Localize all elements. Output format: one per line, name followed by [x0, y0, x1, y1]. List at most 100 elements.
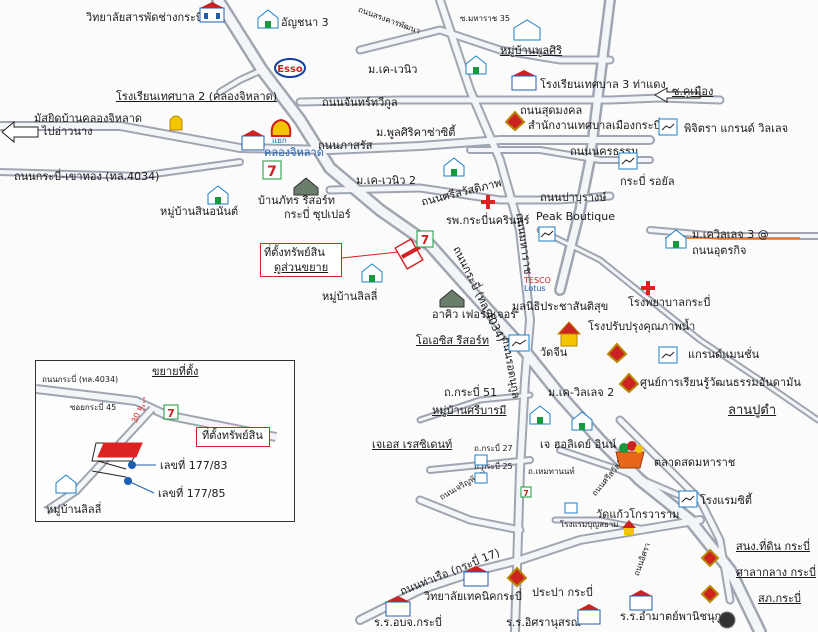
label-see-zoom[interactable]: ดูส่วนขยาย — [274, 261, 329, 274]
svg-text:7: 7 — [523, 489, 529, 498]
label-soi35: ซ.มหาราช 35 — [460, 14, 510, 23]
label-ror-itsara: ร.ร.อิศรานุสรณ์ — [506, 616, 581, 629]
inset-title: ขยายที่ตั้ง — [152, 365, 199, 378]
mosque-icon — [169, 115, 183, 131]
school-icon — [511, 70, 537, 91]
inset-property: ที่ตั้งทรัพย์สิน — [202, 429, 263, 442]
label-soi25: ถ.กระบี่ 25 — [474, 462, 513, 471]
inset-no2: เลขที่ 177/85 — [158, 487, 226, 500]
shell-logo — [270, 118, 292, 137]
label-ror-anamai: ร.ร.อำมาตย์พานิชนุกูล — [620, 610, 728, 623]
govt-emblem-icon — [700, 584, 720, 604]
label-soi27: ถ.กระบี่ 27 — [474, 444, 513, 453]
hotel-icon — [474, 472, 488, 484]
school-icon — [463, 566, 489, 587]
label-yaek: แยก — [272, 136, 287, 145]
seven-eleven-icon: 7 — [416, 230, 434, 248]
inset-road-label: ถนนกระบี่ (ทล.4034) — [42, 375, 119, 384]
svg-text:7: 7 — [167, 407, 175, 420]
house-icon — [257, 9, 279, 29]
label-ror-ros: ร.ร.อบจ.กระบี่ — [374, 616, 442, 629]
label-krabi-khaothong: ถนนกระบี่-เขาทอง (ทล.4034) — [14, 170, 160, 183]
label-phunsiri: หมู่บ้านพูลศิริ — [500, 44, 563, 57]
label-chan: ถนนจันทร์ทวีกูล — [322, 96, 398, 109]
seven-eleven-icon: 7 — [520, 486, 532, 498]
furniture-house-icon — [439, 289, 465, 308]
label-mkvenice: ม.เค-เวนิว — [368, 63, 418, 76]
label-banpat: บ้านภัทร รีสอร์ท — [258, 194, 335, 207]
inset-property-box — [196, 427, 270, 447]
label-jay: เจ ฮอลิเดย์ อินน์ — [540, 438, 617, 451]
label-office: สำนักงานเทศบาลเมืองกระบี่ — [528, 119, 661, 132]
esso-logo: Esso — [274, 58, 306, 78]
govt-emblem-icon — [606, 342, 628, 364]
label-sriburam: หมู่บ้านศรีบารมี — [432, 404, 507, 417]
label-mosque: มัสยิดบ้านคลองจิหลาด — [34, 112, 143, 125]
label-krabisupper: กระบี่ ซุปเปอร์ — [284, 208, 351, 221]
label-mulanithi: มูลนิธิประชาสันติสุข — [512, 300, 609, 313]
school-icon — [241, 130, 265, 151]
property-label-box — [260, 243, 342, 277]
hotel-icon — [658, 118, 678, 136]
govt-emblem-icon — [618, 372, 640, 394]
inset-soi45: ซอยกระบี่ 45 — [70, 403, 117, 412]
inset-no1: เลขที่ 177/83 — [160, 459, 228, 472]
label-hemta: ถ.เหมทานนท์ — [528, 467, 575, 476]
label-rongram: โรงแรมซิตี้ — [700, 494, 753, 507]
label-pattana: ถนนปาบุรางษ์ — [540, 191, 607, 204]
label-pakasit: ถนนภาสรัส — [318, 139, 373, 152]
label-sala: ศาลากลาง กระบี่ — [736, 566, 816, 579]
label-lanpudam: ลานปูดำ — [728, 403, 777, 418]
hotel-icon — [474, 454, 488, 466]
label-tesco: TESCO — [524, 276, 551, 285]
label-lotus: Lotus — [524, 284, 546, 293]
temple-icon — [622, 520, 636, 535]
label-pimalai: โรงแรมบุญสยาม — [560, 520, 619, 529]
police-emblem-icon — [718, 611, 736, 629]
label-klongjilad: คลองจิหลาด — [264, 146, 324, 159]
inset-map: 7 ขยายที่ตั้ง ถนนกระบี่ (ทล.4034) ซอยกระ… — [35, 360, 295, 522]
label-jes: เจเอส เรสซิเดนท์ — [372, 438, 453, 451]
hotel-icon — [538, 226, 556, 242]
label-vtech: วิทยาลัยเทคนิคกระบี่ — [424, 590, 522, 603]
label-anchana: อัญชนา 3 — [281, 16, 329, 29]
arrow-aonang — [1, 120, 39, 144]
hotel-icon — [508, 334, 530, 352]
svg-text:7: 7 — [267, 164, 277, 180]
resort-house-icon — [293, 177, 319, 196]
label-peak: Peak Boutique — [536, 210, 615, 223]
inset-roads: 7 — [36, 384, 277, 515]
house-icon — [207, 185, 229, 205]
hotel-icon — [618, 152, 638, 170]
label-property: ที่ตั้งทรัพย์สิน — [264, 246, 325, 259]
label-aonang: ไปอ่าวนาง — [42, 125, 93, 138]
hotel-icon — [658, 346, 678, 364]
hotel-icon — [678, 490, 698, 508]
label-rong-phaya: โรงพยาบาลกระบี่ — [628, 296, 711, 309]
label-soi51: ถ.กระบี่ 51 — [444, 386, 498, 399]
arrow-kumuang — [654, 87, 701, 103]
label-prapa: ประปา กระบี่ — [532, 586, 593, 599]
label-kvillage3: ม.เควิลเลจ 3 @ — [692, 228, 769, 241]
label-rong-praprung: โรงปรับปรุงคุณภาพน้ำ — [588, 320, 696, 333]
label-college: วิทยาลัยสารพัดช่างกระบี่ — [86, 11, 203, 24]
label-arnid: อาคิว เฟอร์นิเจอร์ — [432, 308, 517, 321]
svg-text:7: 7 — [421, 233, 429, 247]
label-utarakit: ถนนอุตรกิจ — [692, 244, 747, 257]
school-icon — [577, 604, 601, 625]
label-mkvillage2: ม.เค-วิลเลจ 2 — [548, 386, 615, 399]
label-sinanan: หมู่บ้านสินอนันต์ — [160, 205, 239, 218]
label-school3: โรงเรียนเทศบาล 3 ท่าแดง — [540, 78, 666, 91]
house-icon — [443, 157, 465, 177]
inset-lilly: หมู่บ้านลิลลี่ — [46, 503, 102, 516]
label-sutsang: ถนนสุดมงคล — [520, 104, 583, 117]
govt-emblem-icon — [506, 566, 528, 588]
label-kumuang: ซ.คูเมือง — [672, 85, 714, 98]
label-lilly: หมู่บ้านลิลลี่ — [322, 290, 378, 303]
school-icon — [199, 2, 225, 23]
house-icon — [529, 405, 551, 425]
label-sanong: สนง.ที่ดิน กระบี่ — [736, 540, 810, 553]
hospital-cross-icon — [641, 281, 655, 295]
label-watkaew: วัดแก้วโกรวาราม — [596, 508, 680, 521]
